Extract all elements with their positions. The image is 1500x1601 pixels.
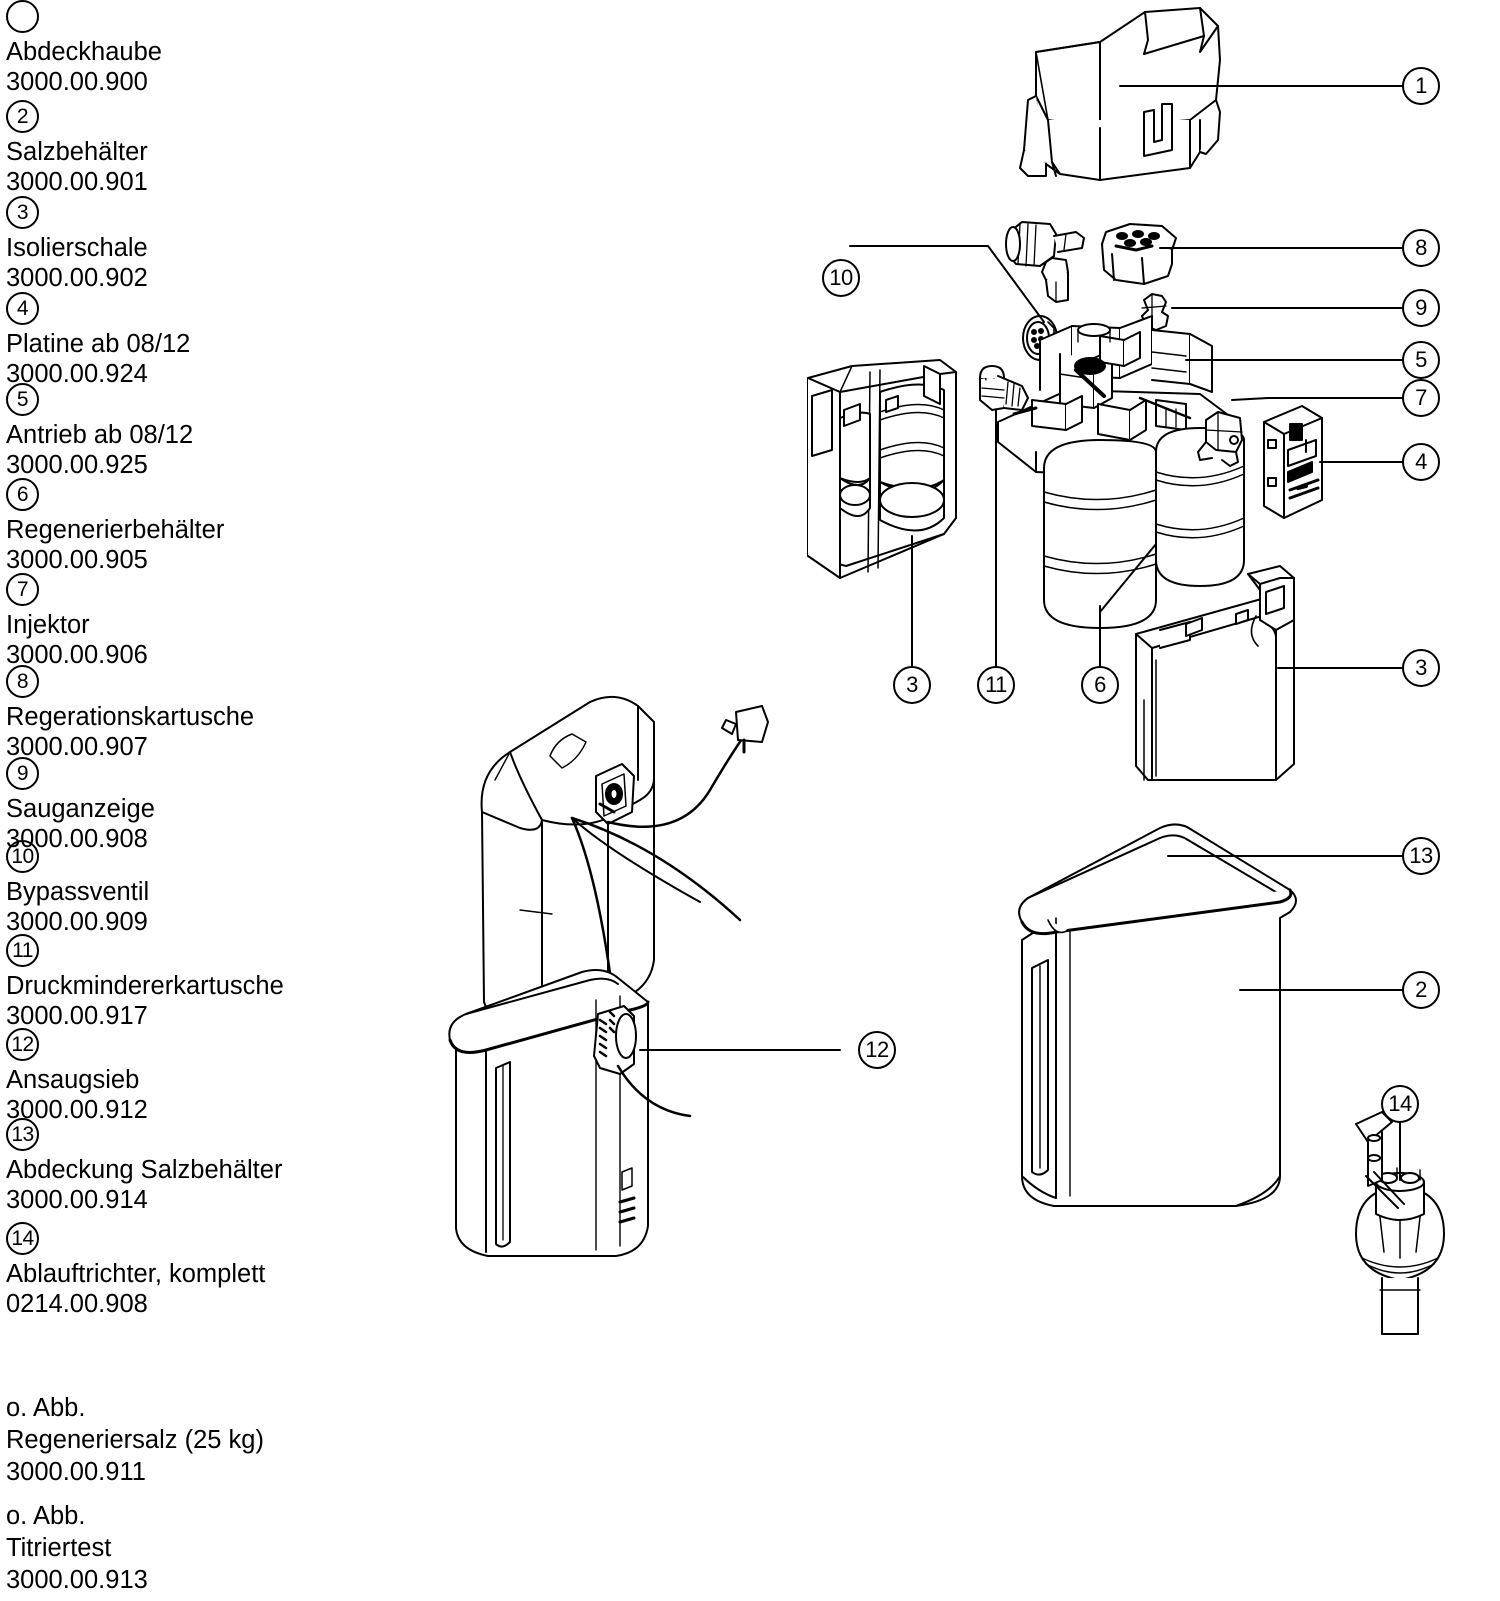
diagram-callout-10[interactable]: 10	[822, 259, 860, 297]
part-code: 3000.00.913	[6, 1566, 148, 1594]
part-code: 3000.00.907	[6, 733, 148, 761]
part-name: Regenerierbehälter	[6, 516, 225, 544]
part-name: Abdeckung Salzbehälter	[6, 1156, 283, 1184]
callout-number-5: 5	[6, 383, 39, 416]
parts-list: 1 Abdeckhaube 3000.00.900 2 Salzbehälter…	[0, 0, 400, 1601]
diagram-callout-14[interactable]: 14	[1381, 1085, 1419, 1123]
callout-number-3: 3	[6, 196, 39, 229]
isolierschale-right	[1135, 565, 1295, 781]
diagram-callout-9[interactable]: 9	[1402, 289, 1440, 327]
part-name: Titriertest	[6, 1534, 112, 1562]
list-item: 8 Regerationskartusche 3000.00.907	[6, 665, 386, 762]
diagram-callout-11[interactable]: 11	[977, 666, 1015, 704]
regenerationskartusche	[1101, 223, 1177, 285]
ansaugsieb	[593, 1005, 692, 1118]
list-item: 4 Platine ab 08/12 3000.00.924	[6, 292, 386, 389]
callout-number-6: 6	[6, 478, 39, 511]
part-code: 3000.00.906	[6, 641, 148, 669]
part-code: 3000.00.917	[6, 1002, 148, 1030]
callout-number-9: 9	[6, 757, 39, 790]
platine-board	[1263, 405, 1323, 519]
salzbehaelter	[1021, 889, 1281, 1207]
list-item: 11 Druckmindererkartusche 3000.00.917	[6, 934, 386, 1031]
list-item: 12 Ansaugsieb 3000.00.912	[6, 1028, 386, 1125]
diagram-callout-13[interactable]: 13	[1402, 837, 1440, 875]
bypassventil-body	[1005, 221, 1085, 303]
part-name: Regeneriersalz (25 kg)	[6, 1426, 264, 1454]
callout-number-4: 4	[6, 292, 39, 325]
callout-number-8: 8	[6, 665, 39, 698]
part-code: 3000.00.905	[6, 546, 148, 574]
part-name: Platine ab 08/12	[6, 330, 191, 358]
diagram-callout-7[interactable]: 7	[1402, 379, 1440, 417]
exploded-drawing	[400, 0, 1500, 1601]
part-code: 3000.00.914	[6, 1186, 148, 1214]
not-illustrated-item: o. Abb. Regeneriersalz (25 kg) 3000.00.9…	[6, 1392, 386, 1488]
callout-number-1: 1	[6, 0, 39, 33]
part-name: Ablauftrichter, komplett	[6, 1260, 266, 1288]
part-code: 3000.00.909	[6, 908, 148, 936]
list-item: 13 Abdeckung Salzbehälter 3000.00.914	[6, 1118, 386, 1215]
list-item: 5 Antrieb ab 08/12 3000.00.925	[6, 383, 386, 480]
not-illustrated-marker: o. Abb.	[6, 1502, 86, 1530]
part-name: Salzbehälter	[6, 138, 148, 166]
diagram-callout-5[interactable]: 5	[1402, 341, 1440, 379]
list-item: 14 Ablauftrichter, komplett 0214.00.908	[6, 1222, 386, 1319]
part-name: Injektor	[6, 611, 90, 639]
part-name: Antrieb ab 08/12	[6, 421, 194, 449]
diagram-callout-4[interactable]: 4	[1402, 443, 1440, 481]
part-code: 0214.00.908	[6, 1290, 148, 1318]
callout-number-2: 2	[6, 100, 39, 133]
callout-number-14: 14	[6, 1222, 39, 1255]
part-code: 3000.00.902	[6, 264, 148, 292]
not-illustrated-marker: o. Abb.	[6, 1394, 86, 1422]
abdeckhaube-cover	[1019, 7, 1221, 181]
not-illustrated-item: o. Abb. Titriertest 3000.00.913	[6, 1500, 386, 1596]
callout-number-10: 10	[6, 840, 39, 873]
part-name: Bypassventil	[6, 878, 150, 906]
part-name: Ansaugsieb	[6, 1066, 140, 1094]
list-item: 1 Abdeckhaube 3000.00.900	[6, 0, 386, 97]
leader-lines	[639, 85, 1403, 1181]
callout-number-7: 7	[6, 573, 39, 606]
part-code: 3000.00.900	[6, 68, 148, 96]
part-code: 3000.00.924	[6, 360, 148, 388]
diagram-callout-1[interactable]: 1	[1402, 67, 1440, 105]
ablauftrichter	[1355, 1111, 1445, 1335]
diagram-callout-3-left[interactable]: 3	[893, 666, 931, 704]
list-item: 3 Isolierschale 3000.00.902	[6, 196, 386, 293]
part-code: 3000.00.925	[6, 451, 148, 479]
part-name: Isolierschale	[6, 234, 148, 262]
diagram-callout-6[interactable]: 6	[1081, 666, 1119, 704]
list-item: 10 Bypassventil 3000.00.909	[6, 840, 386, 937]
list-item: 9 Sauganzeige 3000.00.908	[6, 757, 386, 854]
isolierschale-left	[807, 359, 957, 579]
callout-number-13: 13	[6, 1118, 39, 1151]
list-item: 2 Salzbehälter 3000.00.901	[6, 100, 386, 197]
list-item: 6 Regenerierbehälter 3000.00.905	[6, 478, 386, 575]
regenerierbehaelter-tanks	[1043, 427, 1245, 629]
diagram-callout-3-right[interactable]: 3	[1402, 649, 1440, 687]
diagram-callout-8[interactable]: 8	[1402, 229, 1440, 267]
callout-number-12: 12	[6, 1028, 39, 1061]
diagram-callout-2[interactable]: 2	[1402, 971, 1440, 1009]
assembled-unit	[448, 695, 769, 1257]
part-code: 3000.00.911	[6, 1458, 146, 1486]
part-name: Sauganzeige	[6, 795, 155, 823]
part-name: Druckmindererkartusche	[6, 972, 284, 1000]
part-code: 3000.00.901	[6, 168, 148, 196]
abdeckung-salzbehaelter	[1018, 823, 1297, 936]
callout-number-11: 11	[6, 934, 39, 967]
part-name: Regerationskartusche	[6, 703, 255, 731]
injektor	[1197, 411, 1243, 467]
diagram-callout-12[interactable]: 12	[858, 1031, 896, 1069]
druckmindererkartusche	[979, 365, 1029, 411]
list-item: 7 Injektor 3000.00.906	[6, 573, 386, 670]
part-name: Abdeckhaube	[6, 38, 162, 66]
